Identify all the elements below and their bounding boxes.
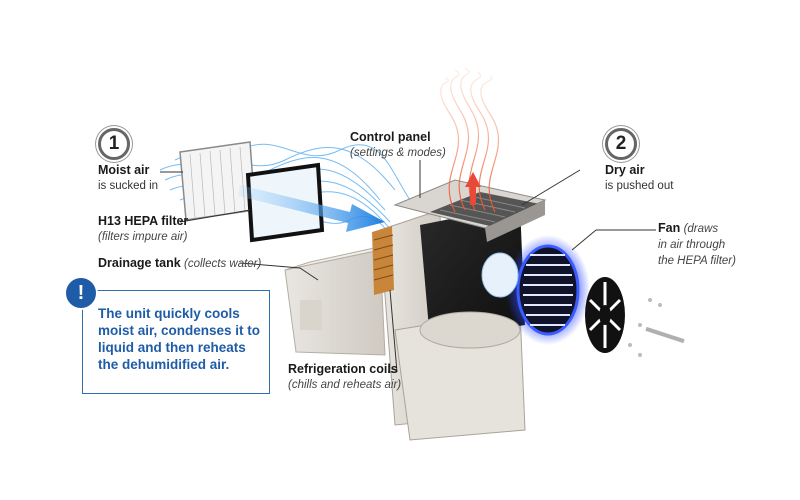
- fan-sub-3: the HEPA filter): [658, 255, 736, 267]
- label-control-panel: Control panel (settings & modes): [350, 130, 446, 161]
- control-title: Control panel: [350, 130, 431, 144]
- hepa-filter-rear: [179, 141, 256, 221]
- leader-lines: [160, 160, 656, 373]
- exhaust-arrow: [465, 172, 481, 205]
- screws: [628, 298, 685, 357]
- info-box: The unit quickly cools moist air, conden…: [82, 290, 270, 394]
- coils-title: Refrigeration coils: [288, 362, 398, 376]
- info-exclamation-icon: !: [64, 276, 98, 310]
- fan-guard: [585, 277, 625, 353]
- hepa-sub: (filters impure air): [98, 231, 188, 243]
- label-drainage-tank: Drainage tank (collects water): [98, 256, 261, 272]
- label-refrigeration-coils: Refrigeration coils (chills and reheats …: [288, 362, 401, 393]
- drainage-sub: (collects water): [184, 258, 262, 270]
- fan-assembly: [481, 235, 590, 345]
- main-housing: [379, 205, 526, 441]
- intake-arrow: [238, 185, 385, 232]
- dry-air-plume: [440, 67, 500, 213]
- fan-sub-2: in air through: [658, 239, 726, 251]
- label-dry-air: Dry air is pushed out: [605, 163, 673, 194]
- step-two-icon: 2: [605, 128, 637, 160]
- info-text: The unit quickly cools moist air, conden…: [98, 306, 261, 372]
- label-hepa-filter: H13 HEPA filter (filters impure air): [98, 214, 188, 245]
- fan-sub-1: (draws: [683, 223, 719, 235]
- hepa-title: H13 HEPA filter: [98, 214, 189, 228]
- drainage-tank: [284, 244, 389, 356]
- dry-air-title: Dry air: [605, 163, 645, 177]
- control-sub: (settings & modes): [350, 147, 446, 159]
- step-one-icon: 1: [98, 128, 130, 160]
- fan-title: Fan: [658, 221, 681, 235]
- moist-air-title: Moist air: [98, 163, 150, 177]
- coils-sub: (chills and reheats air): [288, 379, 402, 391]
- drainage-title: Drainage tank: [98, 256, 181, 270]
- label-moist-air: Moist air is sucked in: [98, 163, 158, 194]
- moist-air-sub: is sucked in: [98, 180, 159, 192]
- label-fan: Fan (draws in air through the HEPA filte…: [658, 221, 736, 269]
- refrigeration-coils: [372, 226, 394, 295]
- dry-air-sub: is pushed out: [605, 180, 674, 192]
